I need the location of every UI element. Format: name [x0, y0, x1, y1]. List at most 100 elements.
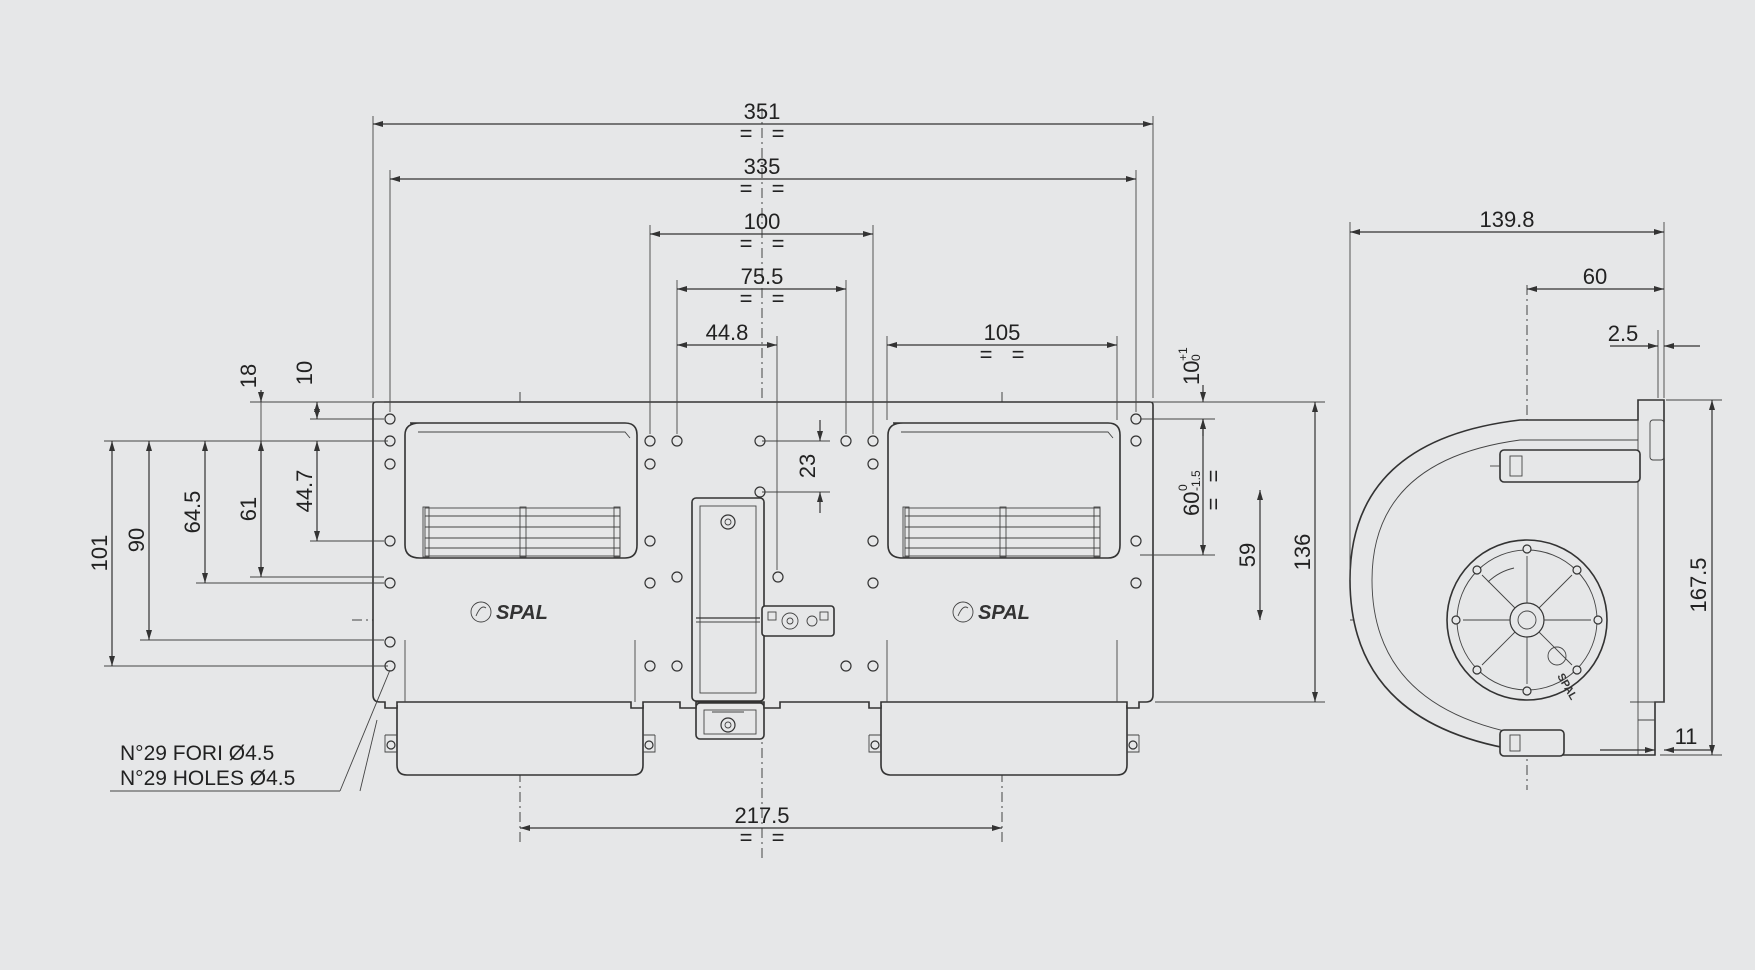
- equal-mark: =: [772, 231, 785, 256]
- equal-mark: =: [772, 121, 785, 146]
- mounting-hole: [1130, 413, 1142, 425]
- mounting-hole: [867, 535, 879, 547]
- motor-bottom-bracket: [695, 702, 765, 740]
- spal-logo-left: SPAL: [470, 601, 548, 624]
- right-inlet-window: [887, 422, 1121, 559]
- motor-connector: [761, 605, 835, 637]
- mounting-hole: [384, 413, 396, 425]
- dim-23-text: 23: [795, 454, 820, 478]
- dim-center-100: 100 = =: [649, 209, 874, 434]
- front-view: SPAL SPAL: [87, 99, 1325, 858]
- motor-clamp: [691, 497, 765, 702]
- dim-depth-139-8: 139.8: [1349, 207, 1665, 580]
- dim-outlet-217-5: 217.5 = =: [520, 803, 1002, 850]
- dim-height-167-5: 167.5: [1660, 399, 1722, 756]
- mounting-hole: [644, 458, 656, 470]
- mounting-hole: [840, 435, 852, 447]
- dim-351-text: 351: [744, 99, 781, 124]
- dim-75-5-text: 75.5: [741, 264, 784, 289]
- dim-335-text: 335: [744, 154, 781, 179]
- equal-mark: =: [740, 231, 753, 256]
- tol-10-label: 10 +1 0: [1176, 347, 1204, 385]
- tol-10-base: 10: [1179, 361, 1204, 385]
- dim-105-text: 105: [984, 320, 1021, 345]
- mounting-hole: [671, 435, 683, 447]
- dim-offset-44-8: 44.8: [677, 320, 778, 570]
- wiring-clip-bottom: [1499, 729, 1565, 757]
- mounting-hole: [1130, 535, 1142, 547]
- equal-mark: =: [1012, 342, 1025, 367]
- right-outlet-housing: [868, 705, 1140, 776]
- mounting-hole: [644, 577, 656, 589]
- mounting-hole: [384, 535, 396, 547]
- mounting-hole: [1130, 435, 1142, 447]
- dim-64-5-text: 64.5: [180, 491, 205, 534]
- spal-logo-right-text: SPAL: [978, 602, 1030, 624]
- mounting-hole: [671, 660, 683, 672]
- motor-fan-wheel: SPAL: [1446, 539, 1608, 702]
- tol-10-upper: +1: [1176, 347, 1190, 361]
- dim-mid-23: 23: [762, 420, 830, 513]
- dim-90-text: 90: [124, 528, 149, 552]
- equal-mark: =: [1201, 470, 1226, 483]
- mounting-hole: [1130, 577, 1142, 589]
- dim-136-text: 136: [1290, 534, 1315, 571]
- dim-top-18: 18: [236, 364, 264, 441]
- dim-overall-width: 351 = =: [372, 99, 1154, 398]
- left-inlet-window: [404, 422, 638, 559]
- dim-left-44-7: 44.7: [292, 440, 384, 542]
- tol-10-lower: 0: [1189, 354, 1203, 361]
- equal-mark: =: [740, 825, 753, 850]
- dim-bottom-11: 11: [1600, 724, 1712, 753]
- dim-61-text: 61: [236, 497, 261, 521]
- holes-note: N°29 FORI Ø4.5 N°29 HOLES Ø4.5: [110, 669, 391, 792]
- mounting-hole: [867, 660, 879, 672]
- tol-60-label: 60 0 -1.5: [1176, 470, 1204, 516]
- mounting-hole: [671, 571, 683, 583]
- tol-60-lower: -1.5: [1189, 470, 1203, 491]
- mounting-hole: [644, 660, 656, 672]
- dim-hole-span: 335 = =: [389, 154, 1137, 412]
- dim-right-105: 105 = =: [886, 320, 1118, 420]
- equal-mark: =: [772, 825, 785, 850]
- mounting-hole: [867, 577, 879, 589]
- dim-44-8-text: 44.8: [706, 320, 749, 345]
- dim-flange-2-5: 2.5: [1608, 321, 1700, 398]
- equal-mark: =: [980, 342, 993, 367]
- dim-depth-60: 60: [1527, 264, 1664, 292]
- mounting-hole: [384, 458, 396, 470]
- mounting-hole: [384, 636, 396, 648]
- dim-10-text: 10: [292, 361, 317, 385]
- spal-logo-left-text: SPAL: [496, 602, 548, 624]
- dim-left-101: 101: [87, 440, 388, 667]
- dim-59-text: 59: [1235, 543, 1260, 567]
- mounting-hole: [840, 660, 852, 672]
- dim-right-59: 59: [1235, 490, 1263, 620]
- holes-note-it: N°29 FORI Ø4.5: [120, 742, 274, 765]
- dim-217-5-text: 217.5: [734, 803, 789, 828]
- mounting-hole: [644, 535, 656, 547]
- dim-44-7-text: 44.7: [292, 470, 317, 513]
- dim-2-5-text: 2.5: [1608, 321, 1639, 346]
- dim-167-5-text: 167.5: [1686, 557, 1711, 612]
- dim-center-75-5: 75.5 = =: [676, 264, 847, 434]
- dim-139-8-text: 139.8: [1479, 207, 1534, 232]
- mounting-hole: [384, 577, 396, 589]
- mounting-holes: [384, 413, 1142, 672]
- side-view: SPAL 139.8 60 2.5 167.5 11: [1349, 207, 1722, 790]
- dim-100-text: 100: [744, 209, 781, 234]
- dim-18-text: 18: [236, 364, 261, 388]
- mounting-hole: [644, 435, 656, 447]
- dim-tol-60: 60 0 -1.5 = =: [1140, 419, 1226, 556]
- equal-mark: =: [1201, 498, 1226, 511]
- spal-logo-right: SPAL: [952, 601, 1030, 624]
- equal-mark: =: [740, 286, 753, 311]
- mounting-hole: [867, 435, 879, 447]
- tol-60-upper: 0: [1176, 484, 1190, 491]
- holes-note-en: N°29 HOLES Ø4.5: [120, 767, 295, 790]
- equal-mark: =: [740, 176, 753, 201]
- dim-101-text: 101: [87, 535, 112, 572]
- left-outlet-housing: [384, 705, 656, 776]
- mounting-hole: [867, 458, 879, 470]
